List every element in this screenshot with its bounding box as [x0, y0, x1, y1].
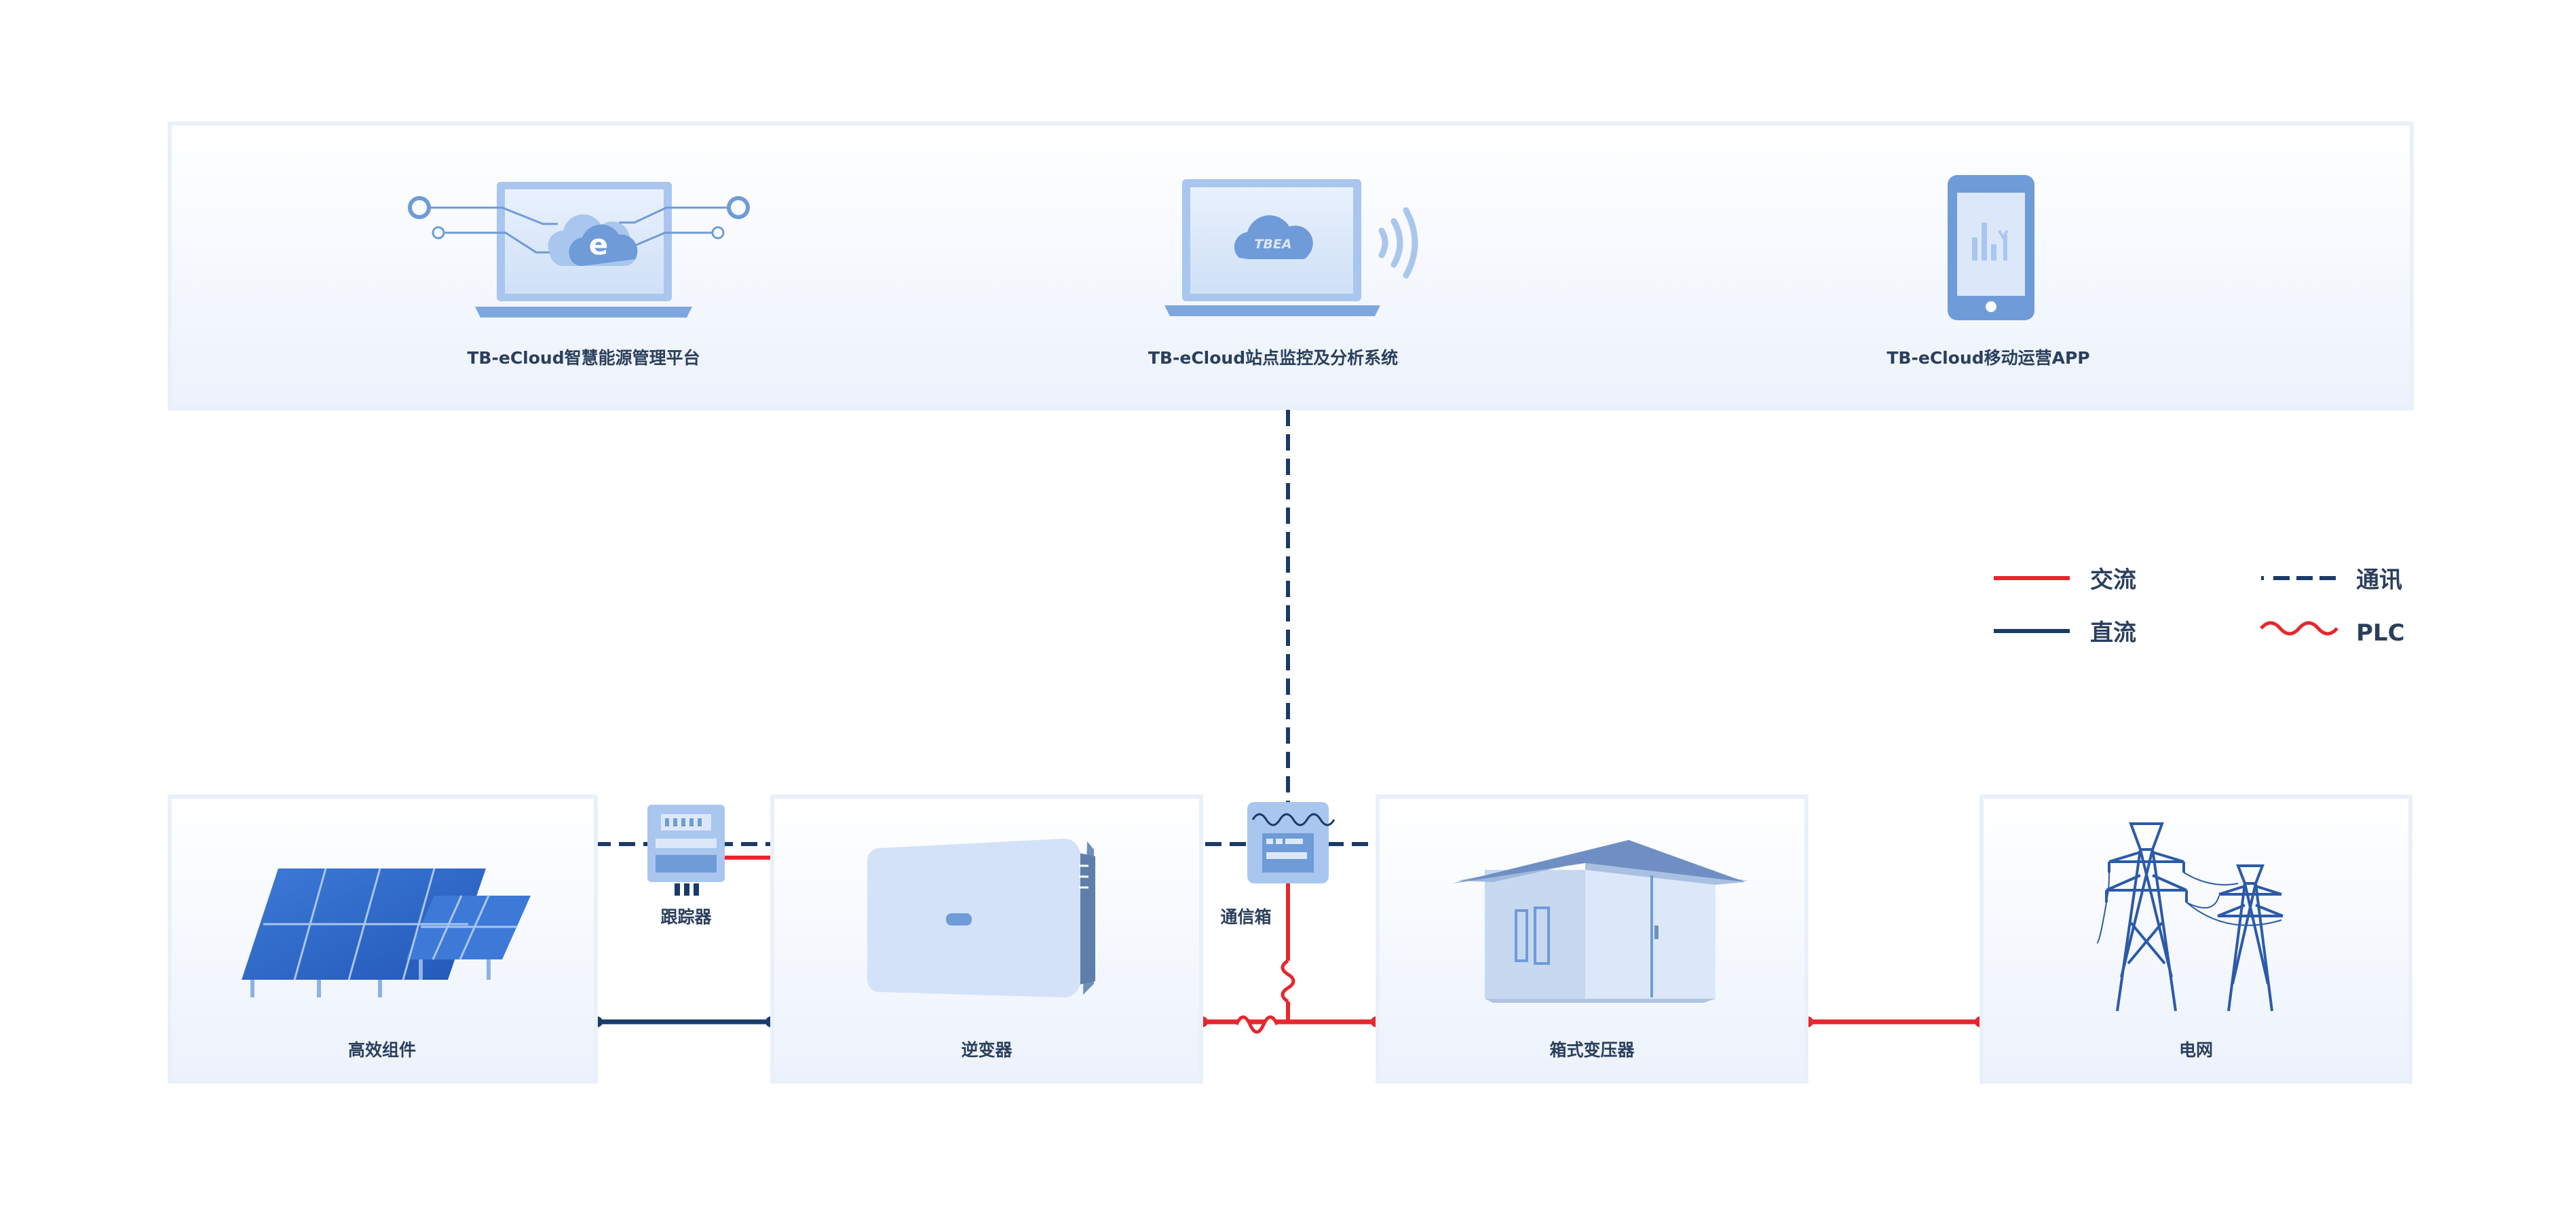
mobile-app-label: TB-eCloud移动运营APP	[1887, 348, 2089, 368]
box-transformer-icon	[1452, 840, 1748, 1003]
tracker-label: 跟踪器	[660, 907, 712, 927]
grid-label: 电网	[2179, 1040, 2213, 1060]
cloud-logo-letter: e	[589, 228, 609, 261]
cloud-platform-laptop-icon: e	[408, 182, 750, 318]
mobile-app-phone-icon	[1948, 175, 2034, 320]
plc-wave-horizontal	[1234, 1015, 1279, 1034]
box-transformer-label: 箱式变压器	[1549, 1040, 1635, 1060]
legend-plc-label: PLC	[2356, 619, 2405, 647]
legend: 交流 直流 通讯 PLC	[1994, 567, 2405, 647]
wifi-signal-icon	[1378, 207, 1418, 279]
inverter-icon	[867, 839, 1095, 997]
comm-box-label: 通信箱	[1220, 907, 1271, 927]
plc-wave-vertical	[1281, 959, 1295, 1004]
tracker-icon	[647, 805, 725, 896]
pv-modules-panel	[168, 795, 598, 1084]
solar-panel-icon	[242, 868, 531, 997]
grid-panel	[1980, 795, 2412, 1084]
power-tower-icon	[2096, 822, 2284, 1012]
comm-box-icon	[1247, 802, 1336, 883]
inverter-label: 逆变器	[961, 1040, 1012, 1060]
legend-ac-label: 交流	[2090, 567, 2136, 594]
legend-dc-label: 直流	[2090, 619, 2136, 647]
legend-comm-label: 通讯	[2356, 567, 2402, 594]
legend-plc-line	[2260, 621, 2338, 636]
monitor-system-label: TB-eCloud站点监控及分析系统	[1148, 348, 1398, 368]
tbea-logo: TBEA	[1254, 237, 1291, 252]
pv-modules-label: 高效组件	[348, 1040, 416, 1060]
monitor-system-laptop-icon: TBEA	[1164, 179, 1418, 316]
cloud-platform-label: TB-eCloud智慧能源管理平台	[467, 348, 700, 368]
